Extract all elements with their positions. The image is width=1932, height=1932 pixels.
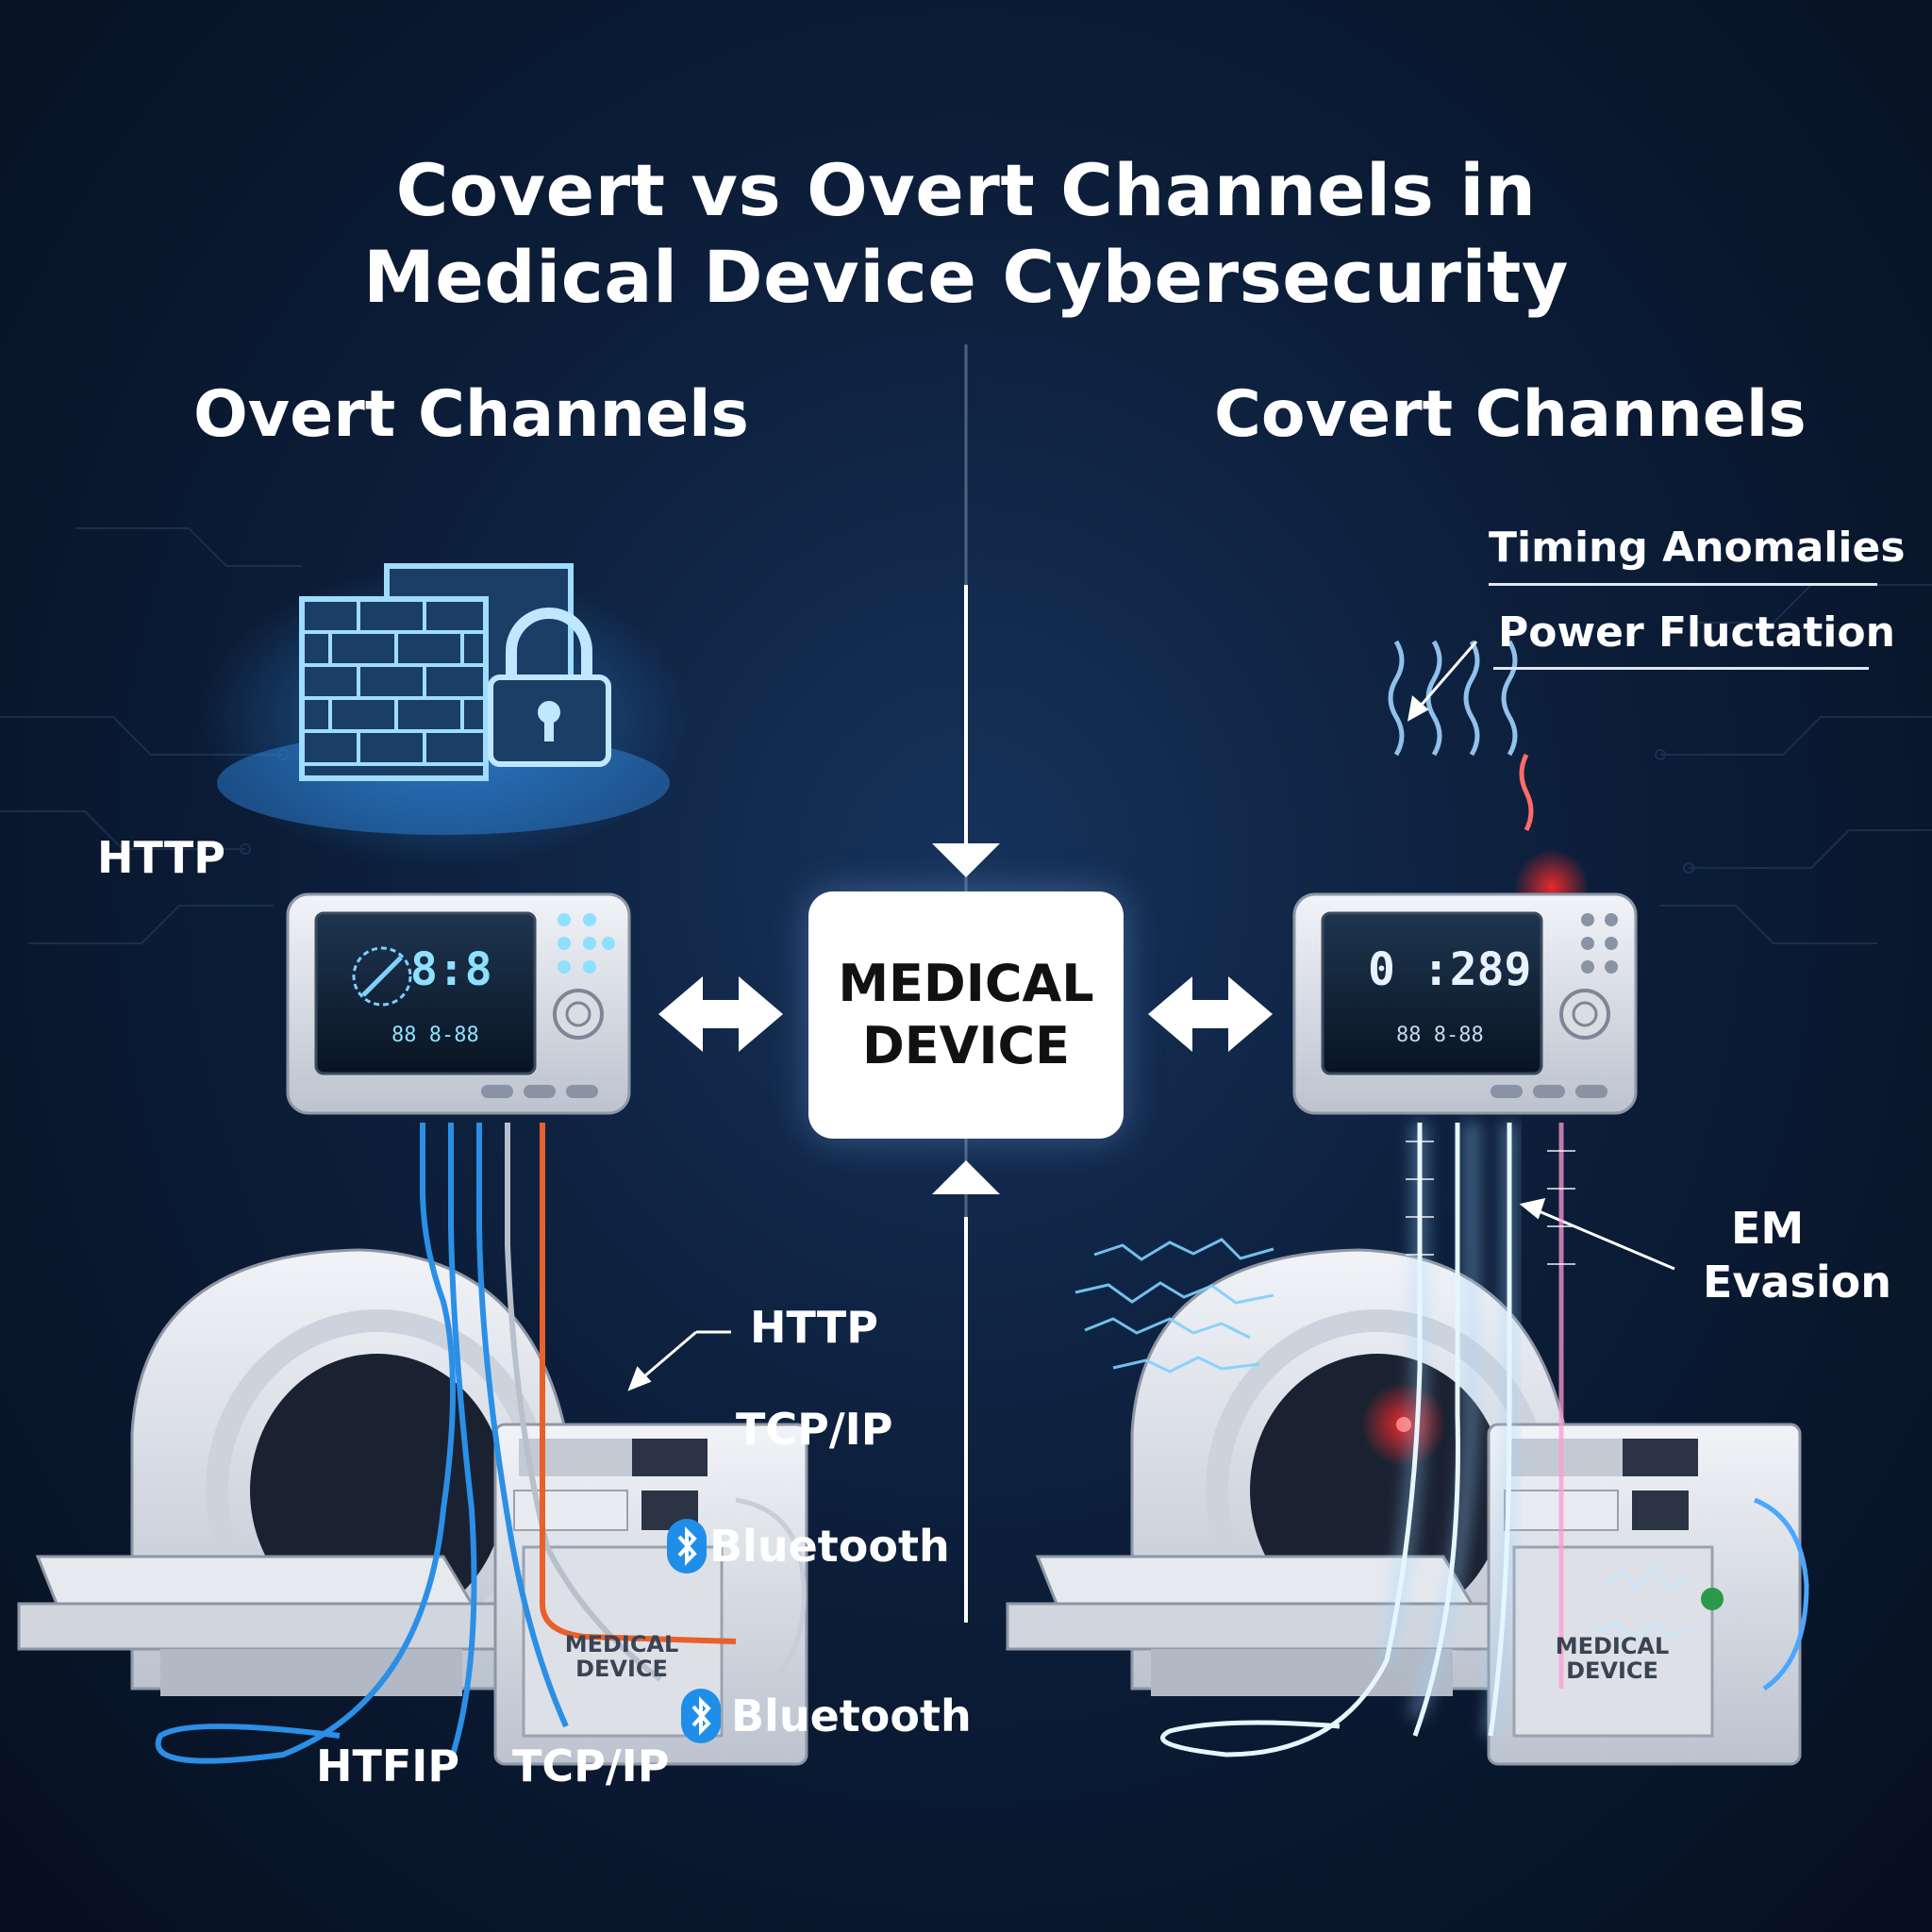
em-interference-icon bbox=[1074, 1238, 1694, 1644]
arrow-icon bbox=[932, 585, 1000, 1623]
cabinet-left-label-line-2: DEVICE bbox=[575, 1656, 668, 1682]
covert-cables-right bbox=[1160, 1123, 1809, 1757]
section-title-covert: Covert Channels bbox=[1214, 377, 1807, 452]
mri-scanner-right bbox=[1006, 1248, 1568, 1696]
cabinet-left-label: MEDICAL DEVICE bbox=[551, 1632, 692, 1681]
monitor-left-subreadout: 88 8-88 bbox=[391, 1024, 479, 1047]
cabinet-right bbox=[1487, 1423, 1802, 1766]
bluetooth-icon bbox=[667, 1519, 707, 1574]
cabinet-right-label-line-2: DEVICE bbox=[1566, 1657, 1658, 1684]
firewall-icon bbox=[198, 563, 689, 868]
label-power-fluctation: Power Fluctation bbox=[1498, 608, 1895, 657]
page-title: Covert vs Overt Channels in Medical Devi… bbox=[0, 147, 1932, 321]
annotation-arrow bbox=[627, 1330, 731, 1391]
patient-monitor-right bbox=[1292, 849, 1638, 1115]
label-tcpip-mid: TCP/IP bbox=[736, 1404, 893, 1455]
cabinet-right-label-line-1: MEDICAL bbox=[1555, 1633, 1670, 1659]
label-em: EM bbox=[1731, 1203, 1805, 1254]
label-http-bottom: HTFIP bbox=[316, 1740, 460, 1791]
patient-monitor-left bbox=[286, 892, 631, 1115]
monitor-right-subreadout: 88 8-88 bbox=[1396, 1024, 1484, 1047]
label-bluetooth-low: Bluetooth bbox=[731, 1690, 972, 1741]
arrow-icon bbox=[658, 976, 1273, 1052]
signal-wave-icon bbox=[1388, 640, 1518, 757]
bluetooth-icon bbox=[681, 1689, 721, 1743]
title-line-2: Medical Device Cybersecurity bbox=[363, 234, 1569, 319]
power-underline bbox=[1493, 667, 1869, 670]
title-line-1: Covert vs Overt Channels in bbox=[395, 147, 1537, 232]
lock-icon bbox=[488, 608, 611, 767]
monitor-right-readout: 0 :289 bbox=[1368, 943, 1532, 996]
label-http-top: HTTP bbox=[97, 832, 226, 883]
cabinet-right-label: MEDICAL DEVICE bbox=[1541, 1634, 1683, 1683]
label-http-mid: HTTP bbox=[750, 1302, 879, 1353]
monitor-left-readout: 8:8 bbox=[410, 943, 492, 996]
center-box-line-1: MEDICAL bbox=[838, 954, 1094, 1013]
section-title-overt: Overt Channels bbox=[193, 377, 749, 452]
medical-device-box: MEDICAL DEVICE bbox=[808, 891, 1124, 1139]
cabinet-left-label-line-1: MEDICAL bbox=[564, 1631, 679, 1657]
timing-underline bbox=[1489, 583, 1877, 586]
label-evasion: Evasion bbox=[1703, 1257, 1891, 1307]
label-tcpip-bottom: TCP/IP bbox=[512, 1740, 670, 1791]
label-timing-anomalies: Timing Anomalies bbox=[1489, 524, 1906, 572]
label-bluetooth-mid: Bluetooth bbox=[709, 1521, 950, 1572]
annotation-arrow bbox=[1407, 641, 1675, 1271]
network-cables-left bbox=[155, 1123, 807, 1764]
center-box-line-2: DEVICE bbox=[861, 1016, 1071, 1075]
